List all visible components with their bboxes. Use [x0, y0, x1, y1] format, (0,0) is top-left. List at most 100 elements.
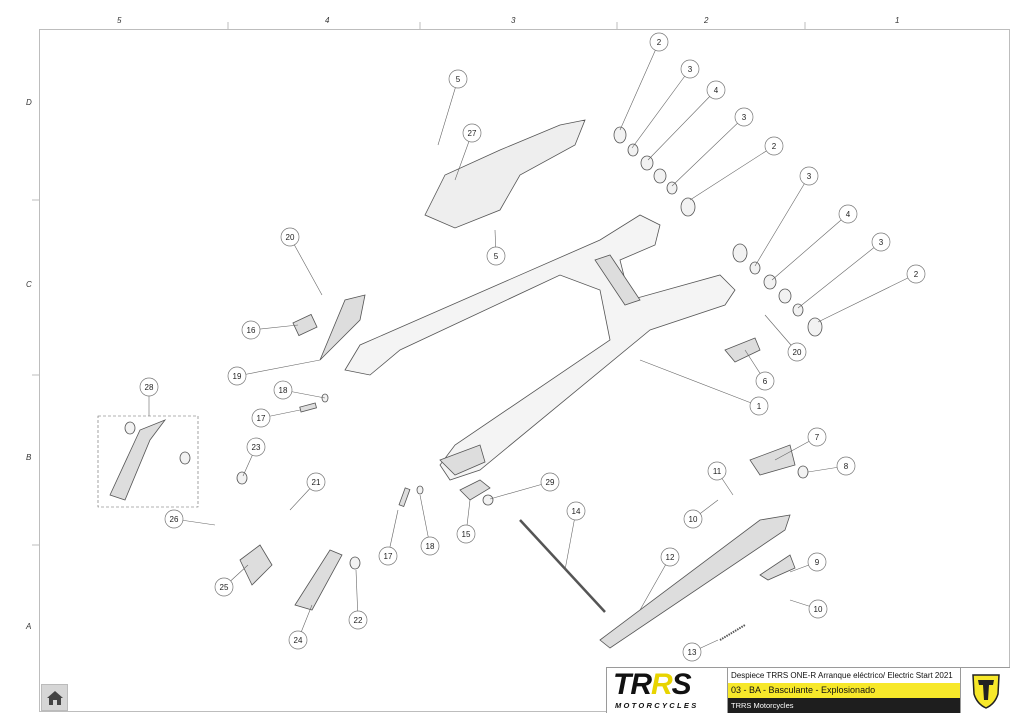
callout-number: 7	[815, 433, 820, 442]
callout-24: 24	[288, 630, 308, 650]
callout-number: 18	[279, 386, 288, 395]
callout-number: 10	[814, 605, 823, 614]
callout-circle	[246, 437, 266, 457]
callout-16: 16	[241, 320, 261, 340]
callout-number: 25	[220, 583, 229, 592]
callout-circle	[683, 509, 703, 529]
column-label: 5	[117, 16, 122, 25]
callout-19: 19	[227, 366, 247, 386]
callout-23: 23	[246, 437, 266, 457]
callout-circle	[227, 366, 247, 386]
callout-3: 3	[799, 166, 819, 186]
callout-number: 8	[844, 462, 849, 471]
callout-number: 3	[688, 65, 693, 74]
callout-21: 21	[306, 472, 326, 492]
leader-line	[797, 241, 882, 309]
callout-circle	[448, 69, 468, 89]
callout-22: 22	[348, 610, 368, 630]
leader-line	[771, 213, 849, 281]
callout-number: 17	[384, 552, 393, 561]
leader-line	[817, 273, 917, 323]
callout-27: 27	[462, 123, 482, 143]
callout-8: 8	[836, 456, 856, 476]
callout-circle	[462, 123, 482, 143]
callout-number: 9	[815, 558, 820, 567]
swingarm-part	[344, 214, 736, 481]
bushings-and-bearings	[124, 126, 823, 570]
callout-circle	[139, 377, 159, 397]
callout-circle	[280, 227, 300, 247]
callout-number: 18	[426, 542, 435, 551]
callout-circle	[836, 456, 856, 476]
callout-2: 2	[764, 136, 784, 156]
callout-number: 15	[462, 530, 471, 539]
callout-circle	[807, 427, 827, 447]
callout-circle	[680, 59, 700, 79]
leader-line	[564, 510, 577, 571]
drawing-title: Despiece TRRS ONE-R Arranque eléctrico/ …	[731, 671, 953, 680]
callout-circle	[707, 461, 727, 481]
callout-11: 11	[707, 461, 727, 481]
callout-number: 5	[494, 252, 499, 261]
leader-line	[639, 359, 760, 407]
callout-circle	[348, 610, 368, 630]
callout-circle	[871, 232, 891, 252]
callout-3: 3	[734, 107, 754, 127]
leader-line	[754, 175, 810, 267]
callout-9: 9	[807, 552, 827, 572]
callout-number: 3	[879, 238, 884, 247]
callout-2: 2	[649, 32, 669, 52]
callout-7: 7	[807, 427, 827, 447]
callout-10: 10	[683, 509, 703, 529]
callout-number: 26	[170, 515, 179, 524]
callout-circle	[566, 501, 586, 521]
callout-10: 10	[808, 599, 828, 619]
callout-17: 17	[378, 546, 398, 566]
callout-5: 5	[486, 246, 506, 266]
callout-number: 24	[294, 636, 303, 645]
callout-5: 5	[448, 69, 468, 89]
callout-13: 13	[682, 642, 702, 662]
column-label: 4	[325, 16, 330, 25]
callout-number: 16	[247, 326, 256, 335]
home-button[interactable]	[41, 684, 68, 711]
callout-circle	[241, 320, 261, 340]
leader-line	[639, 556, 671, 611]
callout-29: 29	[540, 472, 560, 492]
callout-number: 28	[145, 383, 154, 392]
callout-circle	[799, 166, 819, 186]
callout-number: 20	[793, 348, 802, 357]
callout-circle	[807, 552, 827, 572]
callout-circle	[288, 630, 308, 650]
title-block: TRRS MOTORCYCLES Despiece TRRS ONE-R Arr…	[606, 667, 1010, 713]
callout-4: 4	[706, 80, 726, 100]
row-label: C	[26, 280, 32, 289]
callout-number: 27	[468, 129, 477, 138]
drawing-frame	[39, 29, 1010, 712]
callout-6: 6	[755, 371, 775, 391]
callout-number: 2	[914, 270, 919, 279]
row-label: D	[26, 98, 32, 107]
callout-circle	[749, 396, 769, 416]
callout-number: 3	[742, 113, 747, 122]
callout-circle	[540, 472, 560, 492]
callout-circle	[838, 204, 858, 224]
callout-1: 1	[749, 396, 769, 416]
callout-number: 2	[657, 38, 662, 47]
callout-number: 2	[772, 142, 777, 151]
leader-line	[689, 145, 775, 201]
callout-circle	[706, 80, 726, 100]
callout-circle	[214, 577, 234, 597]
leader-line	[289, 236, 323, 296]
callout-number: 19	[233, 372, 242, 381]
callout-circle	[660, 547, 680, 567]
column-label: 1	[895, 16, 900, 25]
callout-14: 14	[566, 501, 586, 521]
callout-circle	[420, 536, 440, 556]
callout-circle	[164, 509, 184, 529]
callout-number: 4	[846, 210, 851, 219]
callout-26: 26	[164, 509, 184, 529]
column-label: 3	[511, 16, 516, 25]
callout-circle	[649, 32, 669, 52]
